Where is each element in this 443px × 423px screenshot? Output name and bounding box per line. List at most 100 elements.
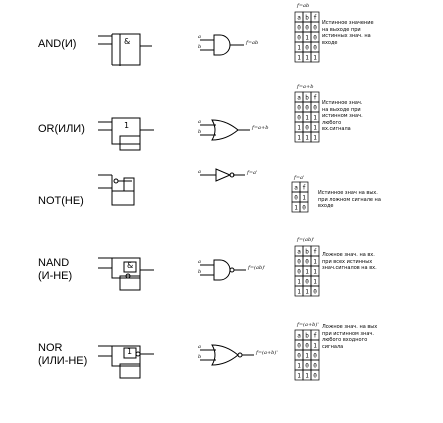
nand-out-label: f=(ab)' <box>248 265 266 271</box>
truth-table-value: 0 <box>294 195 298 202</box>
truth-table-cell <box>310 51 320 63</box>
truth-table-value: 0 <box>305 259 309 266</box>
truth-table-value: 1 <box>305 35 309 42</box>
truth-table-cell <box>299 201 309 213</box>
truth-table-header: f <box>313 249 317 256</box>
truth-table-value: 1 <box>302 195 306 202</box>
iec-nor-symbol <box>98 345 154 379</box>
truth-table-value: 0 <box>297 105 301 112</box>
or-table-caption: f=a+b <box>297 84 314 90</box>
and-out-label: f=ab <box>246 40 259 46</box>
truth-table-cell <box>310 131 320 143</box>
nor-symbol-text: 1 <box>127 347 133 356</box>
or-symbol-text: 1 <box>124 121 130 130</box>
truth-table-value: 0 <box>313 105 317 112</box>
label-and: AND(И) <box>38 38 77 50</box>
label-nor: NOR (ИЛИ-НЕ) <box>38 342 88 367</box>
truth-table-value: 0 <box>305 125 309 132</box>
truth-table-header: b <box>305 249 309 256</box>
truth-table-value: 1 <box>305 135 309 142</box>
truth-table-value: 0 <box>313 289 317 296</box>
truth-table-value: 1 <box>305 353 309 360</box>
ansi-or-gate <box>200 119 250 141</box>
truth-table-value: 0 <box>297 35 301 42</box>
truth-table-value: 0 <box>305 25 309 32</box>
and-pin-a: a <box>198 34 201 40</box>
truth-table-value: 0 <box>313 35 317 42</box>
nand-table-caption: f=(ab)' <box>297 237 315 243</box>
label-not: NOT(НЕ) <box>38 195 84 207</box>
nor-pin-b: b <box>198 354 202 360</box>
truth-table-value: 0 <box>297 259 301 266</box>
not-note: Истинное знач на вых. при ложном сигнале… <box>318 190 381 209</box>
or-pin-a: a <box>198 119 201 125</box>
truth-table-value: 1 <box>313 279 317 286</box>
truth-table-value: 1 <box>297 135 301 142</box>
or-note: Истинное знач. на выходе при истинном зн… <box>322 100 363 132</box>
truth-table-value: 1 <box>297 125 301 132</box>
truth-table-header: b <box>305 95 309 102</box>
label-nand: NAND (И-НЕ) <box>38 257 73 282</box>
iec-nand-symbol <box>98 257 154 291</box>
not-table-caption: f=a' <box>294 175 305 181</box>
or-pin-b: b <box>198 129 202 135</box>
and-note: Истинное значение на выходе при истинных… <box>322 20 374 46</box>
nand-pin-a: a <box>198 259 201 265</box>
label-or: OR(ИЛИ) <box>38 123 85 135</box>
truth-table-header: b <box>305 15 309 22</box>
nor-out-label: f=(a+b)' <box>256 350 278 356</box>
ansi-not-gate <box>200 168 245 182</box>
truth-table-value: 0 <box>313 45 317 52</box>
nor-note: Ложное знач. на вых при истинном знач. л… <box>322 324 378 350</box>
ansi-nor-gate <box>200 344 254 366</box>
truth-table-header: f <box>313 95 317 102</box>
nand-pin-b: b <box>198 269 202 275</box>
not-pin-a: a <box>198 169 201 175</box>
truth-table-value: 0 <box>313 25 317 32</box>
truth-table-value: 0 <box>302 205 306 212</box>
ansi-nand-gate <box>200 259 246 281</box>
truth-table-value: 1 <box>313 343 317 350</box>
iec-or-symbol <box>98 117 154 151</box>
truth-table-header: a <box>297 15 301 22</box>
truth-table-value: 0 <box>297 115 301 122</box>
truth-table-value: 1 <box>313 125 317 132</box>
ansi-and-gate <box>200 34 244 56</box>
truth-table-cell <box>310 369 320 381</box>
truth-table-header: a <box>297 249 301 256</box>
truth-table-value: 0 <box>305 279 309 286</box>
truth-table-value: 0 <box>297 343 301 350</box>
truth-table-header: a <box>294 185 298 192</box>
truth-table-value: 1 <box>313 269 317 276</box>
truth-table-value: 1 <box>294 205 298 212</box>
truth-table-header: a <box>297 95 301 102</box>
truth-table-value: 0 <box>305 343 309 350</box>
nor-pin-a: a <box>198 344 201 350</box>
not-out-label: f=a' <box>247 170 258 176</box>
nand-symbol-text: & <box>127 261 134 270</box>
truth-table-header: b <box>305 333 309 340</box>
iec-not-symbol <box>98 174 135 206</box>
truth-table-value: 1 <box>297 55 301 62</box>
iec-and-symbol <box>98 33 152 66</box>
truth-table-value: 1 <box>297 363 301 370</box>
truth-table-value: 0 <box>305 45 309 52</box>
nor-table-caption: f=(a+b)' <box>297 322 319 328</box>
and-symbol-text: & <box>124 37 131 46</box>
truth-table-value: 0 <box>297 269 301 276</box>
truth-table-value: 1 <box>305 55 309 62</box>
truth-table-value: 0 <box>313 373 317 380</box>
truth-table-value: 1 <box>313 135 317 142</box>
or-out-label: f=a+b <box>252 125 269 131</box>
truth-table-header: f <box>313 15 317 22</box>
truth-table-cell <box>310 285 320 297</box>
truth-table-value: 0 <box>313 363 317 370</box>
truth-table-value: 1 <box>297 279 301 286</box>
and-table-caption: f=ab <box>297 3 310 9</box>
truth-table-value: 1 <box>305 269 309 276</box>
truth-table-value: 1 <box>297 45 301 52</box>
truth-table-value: 0 <box>305 363 309 370</box>
truth-table-value: 0 <box>313 353 317 360</box>
